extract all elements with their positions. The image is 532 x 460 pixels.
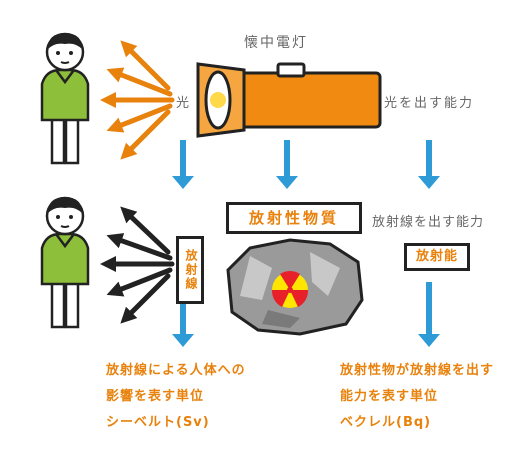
caption-right: 放射性物が放射線を出す 能力を表す単位 ベクレル(Bq) — [340, 358, 494, 436]
caption-left: 放射線による人体への 影響を表す単位 シーベルト(Sv) — [106, 358, 246, 436]
flashlight-label: 懐中電灯 — [244, 35, 308, 51]
person-top-figure — [40, 32, 90, 165]
light-ability-label: 光を出す能力 — [384, 96, 475, 111]
radiation-label: 放射線 — [176, 236, 204, 304]
radioactive-material-label: 放射性物質 — [226, 202, 362, 234]
caption-right-line-3: ベクレル(Bq) — [340, 415, 432, 430]
radiation-rays — [99, 206, 175, 324]
caption-right-line-1: 放射性物が放射線を出す — [340, 363, 495, 378]
person-bottom-figure — [40, 196, 90, 329]
radiation-ability-label: 放射線を出す能力 — [372, 215, 485, 230]
light-rays — [99, 40, 175, 160]
radioactive-rock — [226, 238, 364, 336]
caption-left-line-2: 影響を表す単位 — [106, 389, 205, 404]
flashlight-illustration — [196, 62, 382, 138]
caption-right-line-2: 能力を表す単位 — [340, 389, 439, 404]
blue-arrows-bottom — [172, 282, 440, 347]
radiation-icon — [271, 270, 309, 307]
caption-left-line-3: シーベルト(Sv) — [106, 415, 210, 430]
caption-left-line-1: 放射線による人体への — [106, 363, 246, 378]
light-label: 光 — [176, 96, 192, 111]
radioactivity-label: 放射能 — [404, 243, 470, 271]
blue-arrows-top — [172, 140, 440, 189]
